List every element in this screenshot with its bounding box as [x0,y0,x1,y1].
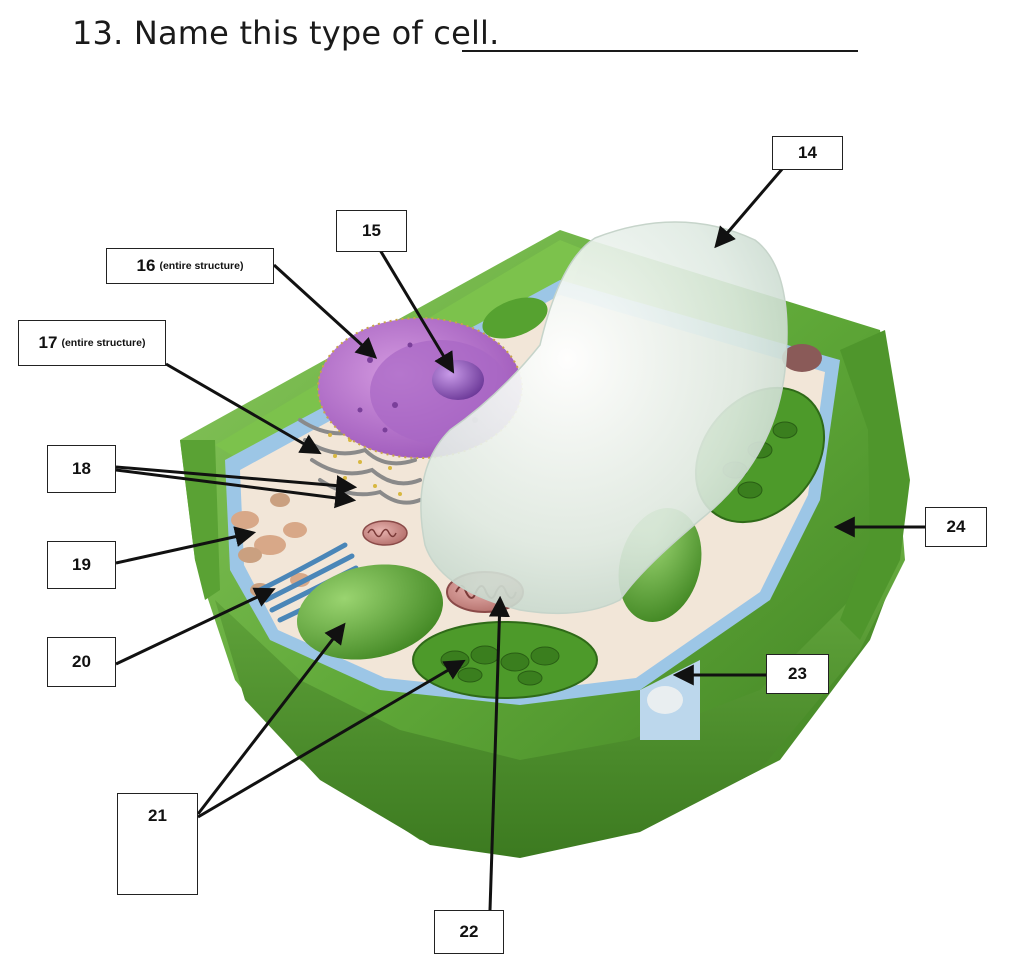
mitochondrion-small [362,520,408,546]
leader-20 [115,587,276,666]
question-title: 13. Name this type of cell. [72,14,500,52]
leader-22 [488,595,510,911]
leader-18a [115,465,358,497]
label-14[interactable]: 14 [772,136,843,170]
label-23-number: 23 [788,664,807,683]
leader-14 [714,167,785,249]
label-17-note: (entire structure) [61,337,146,349]
label-17[interactable]: 17 (entire structure) [18,320,166,366]
leader-17 [165,362,322,455]
label-23[interactable]: 23 [766,654,829,694]
label-15-number: 15 [362,221,381,240]
label-18[interactable]: 18 [47,445,116,493]
chloroplast-bottom [412,621,598,699]
leader-21b [197,659,466,819]
label-18-number: 18 [72,459,91,478]
mitochondrion-top [782,344,822,372]
label-17-number: 17 [38,333,58,352]
answer-line[interactable] [462,50,858,52]
label-16[interactable]: 16 (entire structure) [106,248,274,284]
label-21-number: 21 [148,806,167,825]
nucleolus [432,360,484,400]
label-16-note: (entire structure) [159,260,244,272]
label-20-number: 20 [72,652,91,671]
label-15[interactable]: 15 [336,210,407,252]
label-21[interactable]: 21 [117,793,198,895]
label-20[interactable]: 20 [47,637,116,687]
label-14-number: 14 [798,143,817,162]
label-19[interactable]: 19 [47,541,116,589]
chloroplast-top [482,297,548,339]
central-vacuole [420,221,788,615]
label-24-number: 24 [946,517,966,536]
leader-19 [115,526,257,565]
label-22[interactable]: 22 [434,910,504,954]
label-22-number: 22 [459,922,479,941]
label-24[interactable]: 24 [925,507,987,547]
label-19-number: 19 [72,555,91,574]
label-16-number: 16 [136,256,156,275]
leader-15 [378,249,455,374]
leader-21a [196,622,346,815]
leader-18b [115,468,357,509]
leader-16 [272,263,378,359]
leader-lines [115,167,925,911]
